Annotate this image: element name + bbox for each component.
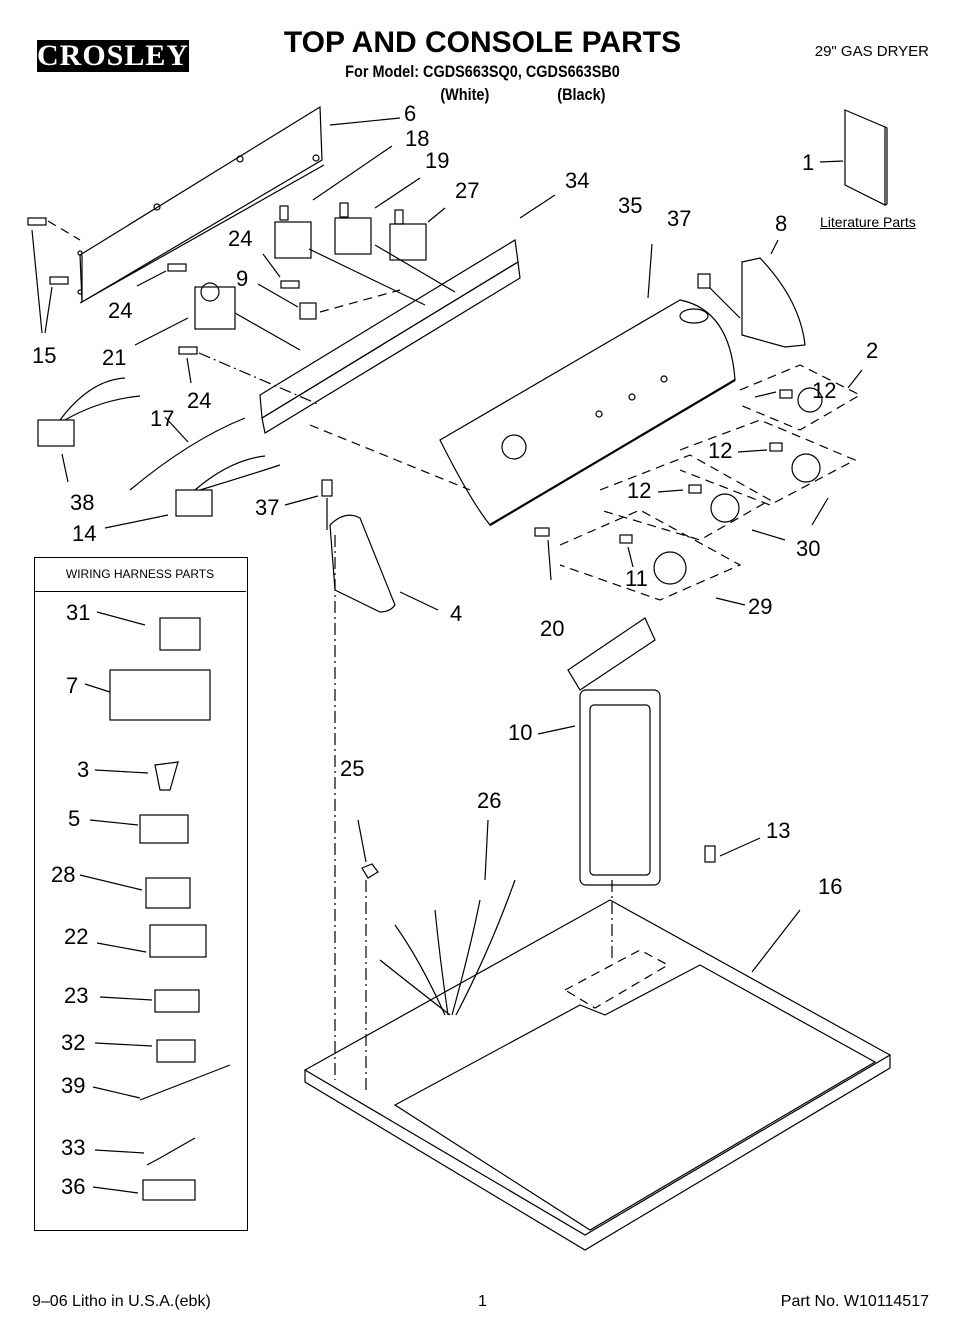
callout-37-bottom: 37 (255, 495, 280, 520)
callout-15: 15 (32, 343, 57, 368)
wiring-harness-box (34, 557, 248, 1231)
callout-24-a: 24 (228, 226, 253, 251)
callout-38: 38 (70, 490, 95, 515)
callout-21: 21 (102, 345, 127, 370)
variant-white: (White) (440, 85, 490, 104)
crosley-logo: CROSLEY (37, 39, 190, 72)
harness-callout-7: 7 (66, 673, 79, 698)
callout-11: 11 (625, 566, 648, 591)
product-type: 29" GAS DRYER (814, 43, 929, 60)
harness-callout-3: 3 (77, 757, 90, 782)
console-panel-icon (439, 243, 736, 526)
callout-26: 26 (477, 788, 502, 813)
callout-24-c: 24 (187, 388, 212, 413)
screw-icon-13 (704, 837, 761, 863)
callout-12-a: 12 (812, 378, 837, 403)
harness-callout-23: 23 (64, 983, 89, 1008)
harness-callout-36: 36 (61, 1174, 86, 1199)
lint-screen-icon (537, 617, 661, 886)
harness-callout-33: 33 (61, 1135, 86, 1160)
callout-27: 27 (455, 178, 480, 203)
harness-callout-28: 28 (51, 862, 76, 887)
screw-icon (27, 217, 81, 334)
callout-34: 34 (565, 168, 590, 193)
callout-8: 8 (775, 211, 788, 236)
callout-29: 29 (748, 594, 773, 619)
callout-14: 14 (72, 521, 97, 546)
end-cap-icon (697, 239, 806, 348)
callout-13: 13 (766, 818, 791, 843)
literature-parts-label: Literature Parts (820, 214, 916, 230)
callout-18: 18 (405, 126, 430, 151)
harness-icons (37, 377, 281, 529)
callout-17: 17 (150, 406, 175, 431)
callout-12-b: 12 (708, 438, 733, 463)
literature-booklet-icon (819, 109, 888, 206)
callout-6: 6 (404, 101, 417, 126)
callout-16: 16 (818, 874, 843, 899)
page-title: TOP AND CONSOLE PARTS (283, 26, 682, 59)
part-number: Part No. W10114517 (780, 1293, 929, 1310)
timer-icon (134, 253, 401, 406)
callout-2: 2 (866, 338, 879, 363)
wiring-harness-heading: WIRING HARNESS PARTS (34, 557, 246, 592)
callout-12-c: 12 (627, 478, 652, 503)
callout-25: 25 (340, 756, 365, 781)
model-subtitle: For Model: CGDS663SQ0, CGDS663SB0 (345, 62, 620, 81)
console-bracket-icon (259, 194, 556, 491)
harness-callout-39: 39 (61, 1073, 86, 1098)
top-panel-icon (303, 880, 892, 1251)
harness-callout-32: 32 (61, 1030, 86, 1055)
back-panel-icon (77, 105, 401, 304)
harness-callout-31: 31 (66, 600, 91, 625)
print-info: 9–06 Litho in U.S.A.(ebk) (32, 1293, 211, 1310)
side-trim-icon (329, 514, 439, 1080)
callout-37-top: 37 (667, 206, 692, 231)
screw-icons-lower (284, 479, 552, 581)
callout-20: 20 (540, 616, 565, 641)
callout-1: 1 (802, 150, 815, 175)
callout-19: 19 (425, 148, 450, 173)
callout-4: 4 (450, 601, 463, 626)
harness-callout-5: 5 (68, 806, 81, 831)
variant-black: (Black) (557, 85, 606, 104)
knob-icons (559, 364, 863, 606)
callout-10: 10 (508, 720, 533, 745)
clip-and-wires-icon (357, 819, 516, 1090)
callout-9: 9 (236, 266, 249, 291)
harness-connector-icons (79, 611, 231, 1201)
harness-callout-22: 22 (64, 924, 89, 949)
page-number: 1 (478, 1293, 487, 1310)
callout-30: 30 (796, 536, 821, 561)
callout-35: 35 (618, 193, 643, 218)
callout-24-b: 24 (108, 298, 133, 323)
